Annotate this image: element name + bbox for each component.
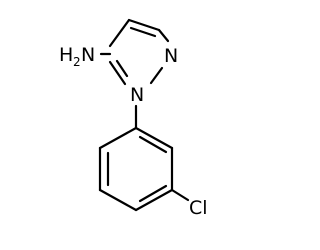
bond-n2-n1 [149,66,164,85]
amine-label-n: N [81,44,95,66]
bond-benzene-inner-2 [138,184,168,203]
ring-nitrogen-n1: N [130,84,144,106]
molecule-diagram: H 2 N N N Cl [59,18,208,219]
bond-benzene-6 [98,126,138,150]
ring-nitrogen-n2: N [164,45,178,67]
bond-c5-c4 [108,18,131,48]
bond-ring-cl [170,188,190,202]
bond-benzene-1 [134,126,174,150]
amine-label-h: H [59,44,73,66]
bond-n1-c5 [108,60,127,86]
bond-c4-c3-inner [129,26,157,38]
bond-c3-n2 [157,28,170,43]
bond-benzene-3 [134,188,174,212]
amine-label-subscript: 2 [73,55,81,69]
chlorine-label: Cl [189,197,208,219]
bond-benzene-4 [98,188,138,212]
bond-c4-c3 [127,18,161,32]
bond-c5-n1-inner [115,59,129,78]
bond-benzene-inner-1 [138,135,168,154]
